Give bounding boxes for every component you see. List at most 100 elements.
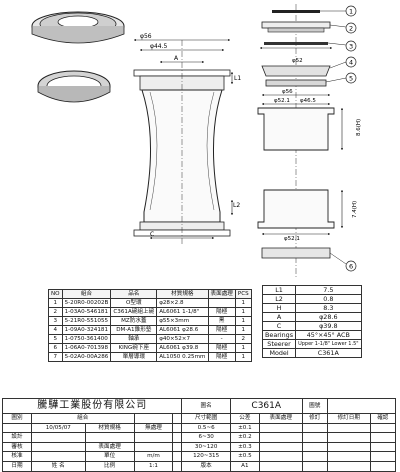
tb-r6-c4: 1:1 bbox=[133, 460, 174, 472]
parts-header-pcs: PCS bbox=[234, 289, 252, 299]
dim-l1: L1 bbox=[234, 75, 241, 82]
part-pcs: 1 bbox=[234, 316, 252, 326]
parts-row: 4 1-09A0-324181 DM-A1錐形墊 AL6061 φ28.6 陽極… bbox=[48, 325, 252, 335]
part-code: 5-21R0-551055 bbox=[61, 316, 112, 326]
tb-r6-c1: 日期 bbox=[2, 460, 32, 472]
parts-row: 6 1-06A0-701398 KING碗下座 AL6061 φ39.8 陽極 … bbox=[48, 343, 252, 353]
part-no: 3 bbox=[48, 316, 63, 326]
title-row-1: 圖別 組合 尺寸範圍 公差 表面處理 修訂 修訂日期 確認 bbox=[2, 413, 397, 424]
callout-5: 5 bbox=[349, 75, 353, 83]
spec-value: φ39.8 bbox=[295, 321, 362, 331]
dim-label-a: A bbox=[174, 55, 179, 62]
part-no: 1 bbox=[48, 298, 63, 308]
tb-r4-c1: 審核 bbox=[2, 441, 32, 453]
part-pcs: 1 bbox=[234, 343, 252, 353]
part-finish: 陽極 bbox=[207, 352, 236, 362]
parts-row: 3 5-21R0-551055 MZ防水蓋 φ55×3mm 黑 1 bbox=[48, 316, 252, 326]
dim-d56-right: φ56 bbox=[282, 89, 293, 95]
dim-h-7-4: 7.4(H) bbox=[352, 201, 358, 218]
dim-label-c: C bbox=[150, 231, 154, 238]
part-name-label: 圖名 bbox=[181, 398, 231, 414]
spec-value: Upper 1-1/8" Lower 1.5" bbox=[295, 339, 362, 349]
parts-header-no: NO bbox=[48, 289, 63, 299]
tb-r2-c4: 無處理 bbox=[133, 422, 174, 434]
part-name-value: C361A bbox=[229, 398, 303, 414]
parts-row: 1 5-20R0-00202B O型環 φ28×2.8 1 bbox=[48, 298, 252, 308]
tb-r2-c3: 材質規格 bbox=[84, 422, 135, 434]
part-finish: 黑 bbox=[207, 316, 236, 326]
part-code: 5-20R0-00202B bbox=[61, 298, 112, 308]
part-no: 6 bbox=[48, 343, 63, 353]
part-finish: 陽極 bbox=[207, 325, 236, 335]
part-name: C361A碗組上碗 bbox=[110, 307, 158, 317]
tb-r6-c6: A1 bbox=[229, 460, 260, 472]
tb-tol-value-header: 公差 bbox=[229, 413, 260, 424]
part-code: 1-06A0-701398 bbox=[61, 343, 112, 353]
callout-6: 6 bbox=[349, 263, 353, 271]
dim-d52-1-bottom: φ52.1 bbox=[284, 236, 300, 242]
spec-value: 45°×45° ACB bbox=[295, 330, 362, 340]
dim-d44-5: φ44.5 bbox=[150, 43, 168, 50]
spec-value: 7.5 bbox=[295, 285, 362, 295]
tb-tol-header: 尺寸範圍 bbox=[181, 413, 231, 424]
tb-r4-tol-val: ±0.3 bbox=[229, 441, 260, 453]
tb-r2-tol-val: ±0.1 bbox=[229, 422, 260, 434]
title-row-3: 設計 6~30 ±0.2 bbox=[2, 432, 397, 443]
part-pcs: 1 bbox=[234, 298, 252, 308]
tb-approver-header: 確認 bbox=[369, 413, 397, 424]
spec-label: L2 bbox=[261, 294, 297, 304]
callout-4: 4 bbox=[349, 59, 353, 67]
spec-value: 0.8 bbox=[295, 294, 362, 304]
tb-r3-c1: 設計 bbox=[2, 432, 32, 443]
main-section-dimensions: φ56 φ44.5 A C L2 L1 bbox=[133, 33, 241, 240]
parts-header-spec: 材質規格 bbox=[156, 289, 209, 299]
title-row-6: 日期 姓 名 比例 1:1 版本 A1 bbox=[2, 460, 397, 472]
dim-d52-top: φ52 bbox=[292, 58, 303, 64]
drawing-no-value bbox=[326, 398, 397, 414]
callout-1: 1 bbox=[349, 8, 353, 16]
title-block: 騰驊工業股份有限公司 圖名 C361A 圖號 圖別 組合 尺寸範圍 公差 表面處… bbox=[1, 398, 397, 472]
part-name: O型環 bbox=[110, 298, 158, 308]
part-name: 單層導環 bbox=[110, 352, 158, 362]
tb-r6-c3: 比例 bbox=[84, 460, 135, 472]
dim-d46-5: φ46.5 bbox=[300, 98, 316, 104]
part-pcs: 1 bbox=[234, 352, 252, 362]
part-code: 5-02A0-00A286 bbox=[61, 352, 112, 362]
part-spec: AL1050 0.25mm bbox=[156, 352, 209, 362]
bearing-ring-3d-view bbox=[37, 70, 111, 103]
spec-value: φ28.6 bbox=[295, 312, 362, 322]
callout-balloons: 1 2 3 4 5 6 bbox=[320, 5, 357, 272]
title-row-4: 審核 表面處理 30~120 ±0.3 bbox=[2, 441, 397, 453]
headset-technical-drawing: φ56 φ44.5 A C L2 L1 φ52 φ56 φ52.1 φ46.5 bbox=[31, 4, 362, 278]
part-spec: AL6061 φ28.6 bbox=[156, 325, 209, 335]
part-code: 1-0750-361400 bbox=[61, 334, 112, 344]
part-finish: 陽極 bbox=[207, 307, 236, 317]
exploded-right-view: φ52 φ56 φ52.1 φ46.5 8.6(H) 7.4(H) φ52.1 bbox=[257, 4, 362, 278]
dim-d56-top: φ56 bbox=[140, 33, 152, 40]
head-tube-section bbox=[133, 40, 231, 246]
spec-label: C bbox=[261, 321, 297, 331]
tb-rev-header: 修訂 bbox=[301, 413, 328, 424]
part-name: DM-A1錐形墊 bbox=[110, 325, 158, 335]
part-no: 2 bbox=[48, 307, 63, 317]
part-no: 7 bbox=[48, 352, 63, 362]
part-name: 軸承 bbox=[110, 334, 158, 344]
tb-r2-date: 10/05/07 bbox=[30, 422, 86, 434]
tb-r4-tol-range: 30~120 bbox=[181, 441, 231, 453]
part-name: MZ防水蓋 bbox=[110, 316, 158, 326]
part-pcs: 1 bbox=[234, 307, 252, 317]
spec-label: Model bbox=[261, 348, 297, 358]
spec-value: C361A bbox=[295, 348, 362, 358]
part-code: 1-09A0-324181 bbox=[61, 325, 112, 335]
parts-header-row: NO 組合 品名 材質規格 表面處理 PCS bbox=[48, 289, 252, 299]
tb-r4-c3: 表面處理 bbox=[84, 441, 135, 453]
part-pcs: 1 bbox=[234, 325, 252, 335]
callout-3: 3 bbox=[349, 43, 353, 51]
tb-r3-tol-val: ±0.2 bbox=[229, 432, 260, 443]
part-pcs: 2 bbox=[234, 334, 252, 344]
